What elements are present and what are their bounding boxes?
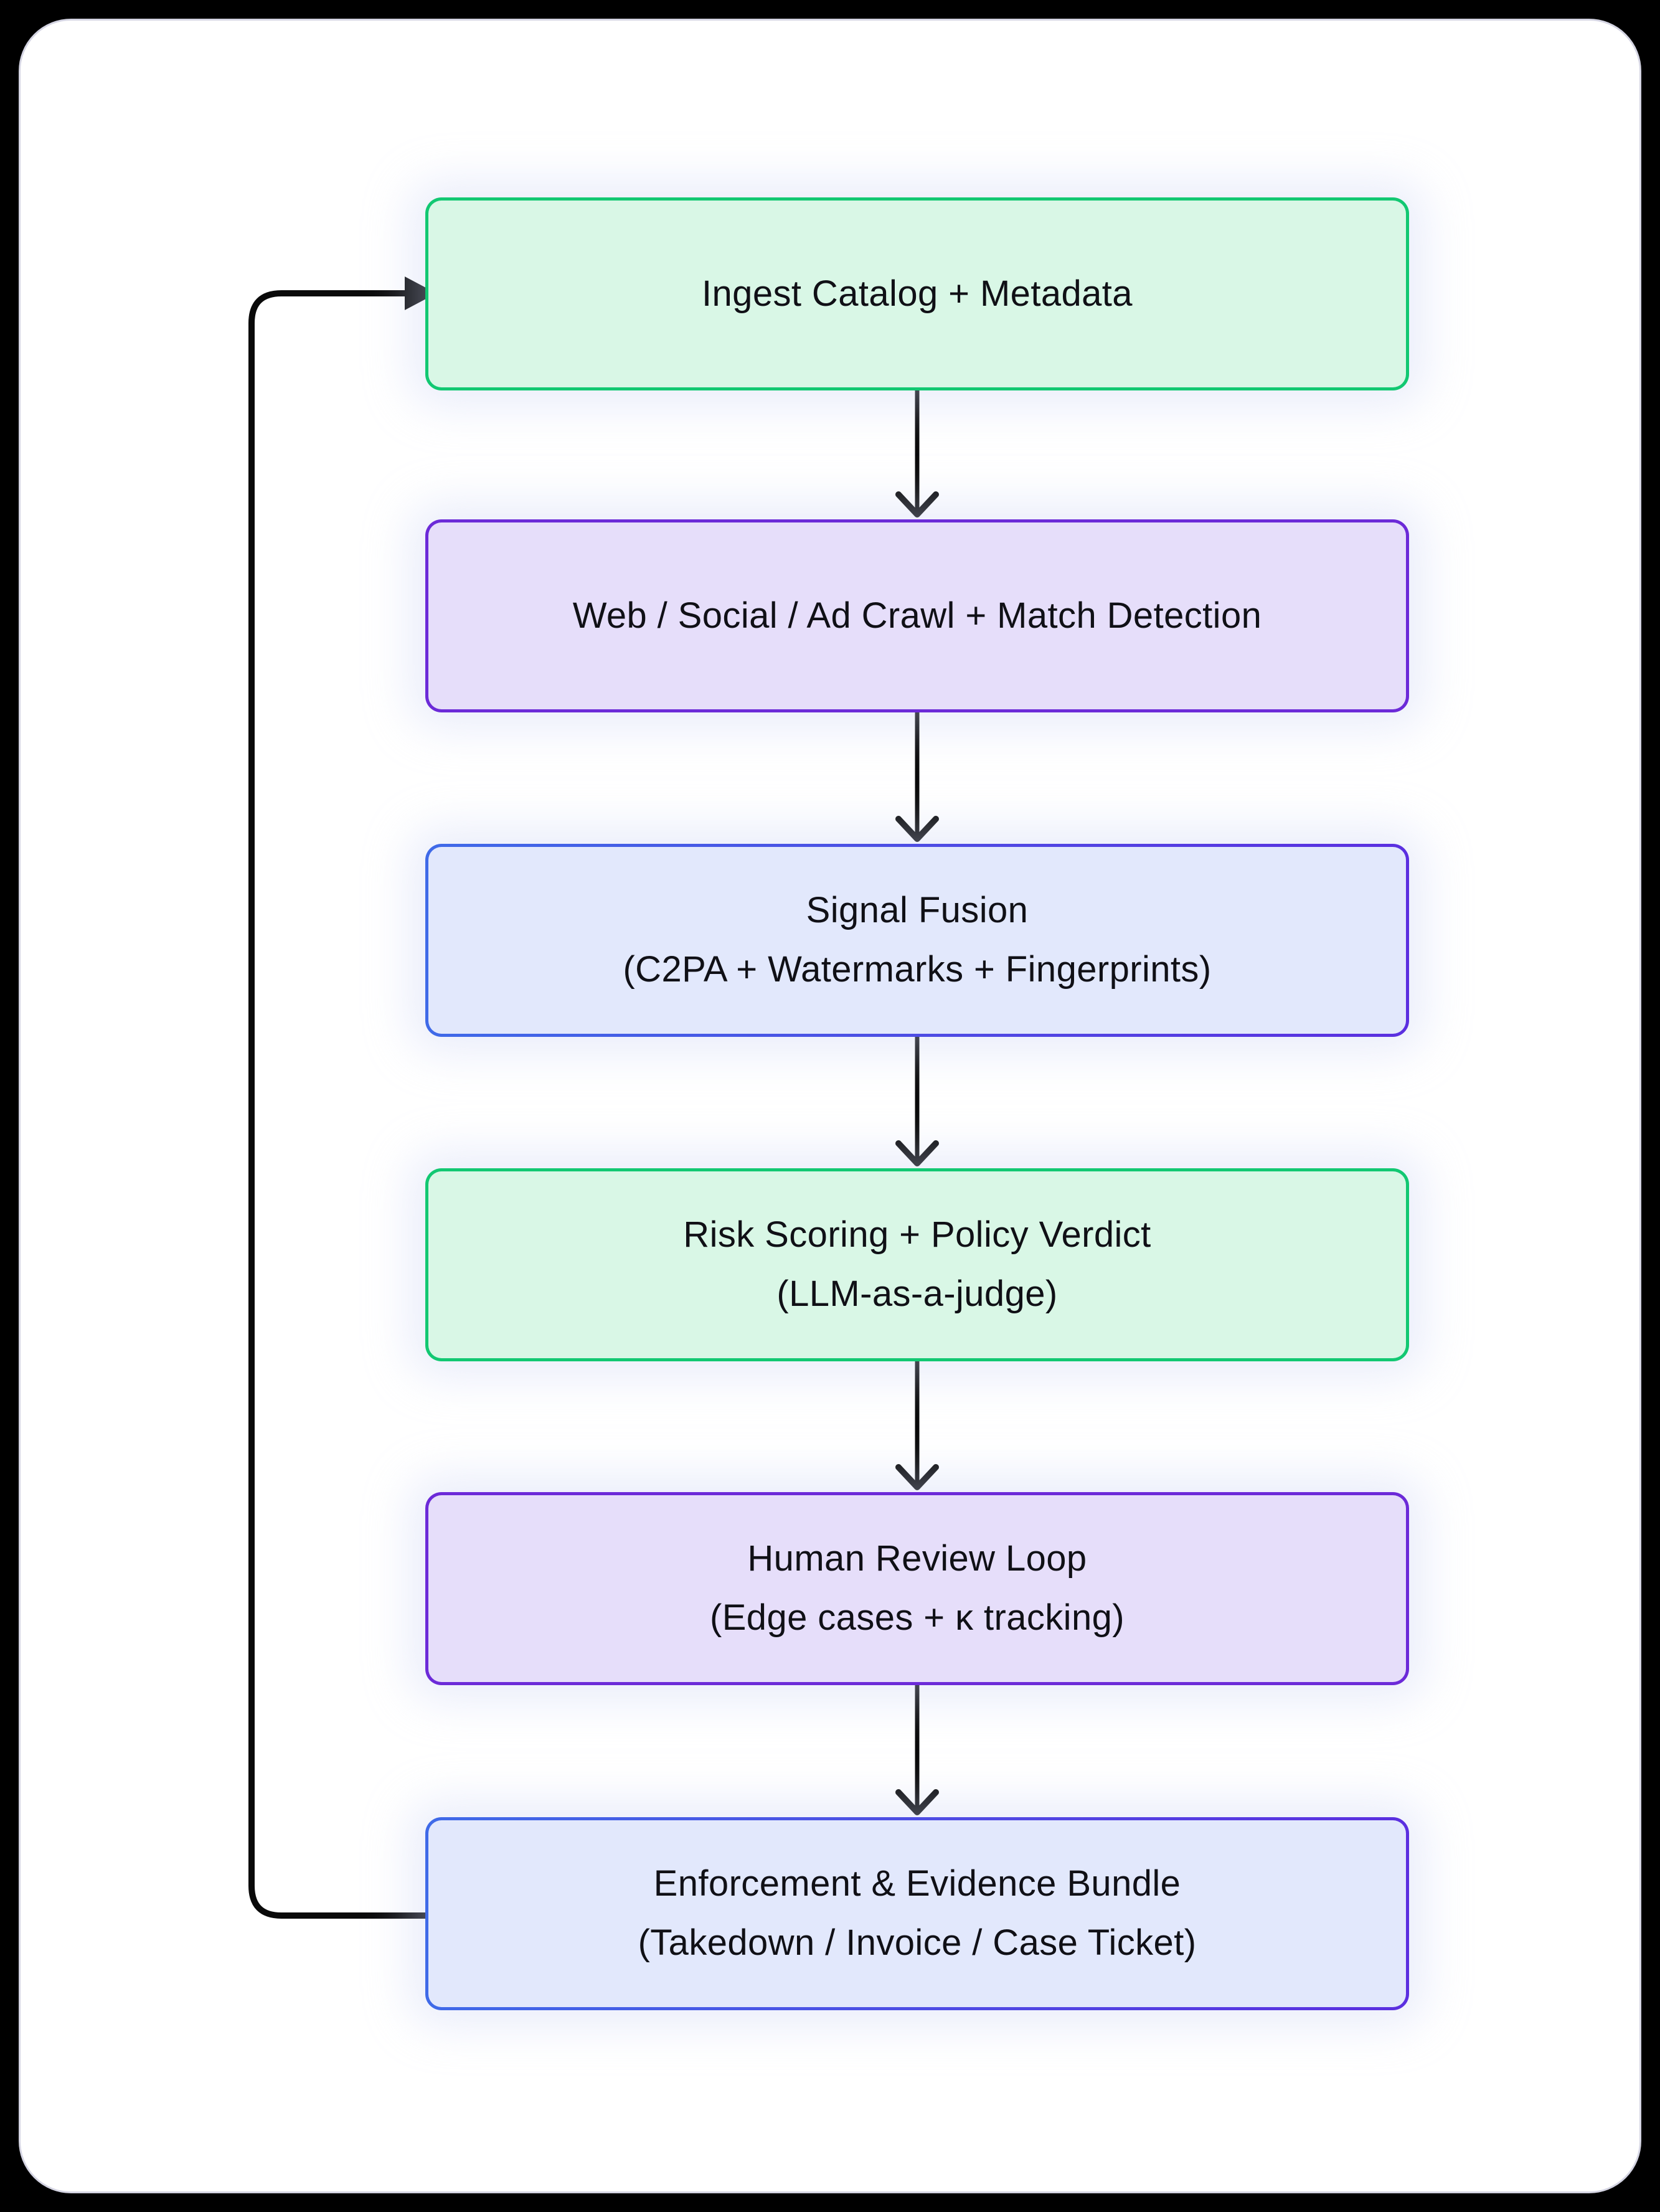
node-title: Web / Social / Ad Crawl + Match Detectio… (572, 595, 1262, 636)
flow-node-risk-body: Risk Scoring + Policy Verdict (LLM-as-a-… (428, 1171, 1406, 1358)
node-title: Risk Scoring + Policy Verdict (683, 1214, 1151, 1255)
node-subtitle: (Takedown / Invoice / Case Ticket) (638, 1922, 1197, 1963)
flow-node-enforce: Enforcement & Evidence Bundle (Takedown … (425, 1817, 1409, 2010)
node-title: Enforcement & Evidence Bundle (653, 1863, 1181, 1904)
node-title: Human Review Loop (747, 1538, 1087, 1579)
flow-node-ingest: Ingest Catalog + Metadata (425, 197, 1409, 390)
node-subtitle: (C2PA + Watermarks + Fingerprints) (623, 949, 1212, 990)
flow-node-fusion-body: Signal Fusion (C2PA + Watermarks + Finge… (428, 847, 1406, 1034)
flow-node-fusion: Signal Fusion (C2PA + Watermarks + Finge… (425, 844, 1409, 1037)
flow-node-ingest-body: Ingest Catalog + Metadata (428, 201, 1406, 387)
node-title: Ingest Catalog + Metadata (702, 273, 1133, 314)
flow-node-crawl-body: Web / Social / Ad Crawl + Match Detectio… (428, 522, 1406, 709)
flow-node-crawl: Web / Social / Ad Crawl + Match Detectio… (425, 519, 1409, 712)
node-subtitle: (LLM-as-a-judge) (776, 1274, 1058, 1314)
node-title: Signal Fusion (806, 890, 1029, 931)
node-subtitle: (Edge cases + κ tracking) (709, 1597, 1125, 1638)
flow-node-review: Human Review Loop (Edge cases + κ tracki… (425, 1492, 1409, 1685)
flow-node-review-body: Human Review Loop (Edge cases + κ tracki… (428, 1495, 1406, 1682)
flow-node-risk: Risk Scoring + Policy Verdict (LLM-as-a-… (425, 1168, 1409, 1361)
flow-node-enforce-body: Enforcement & Evidence Bundle (Takedown … (428, 1820, 1406, 2007)
